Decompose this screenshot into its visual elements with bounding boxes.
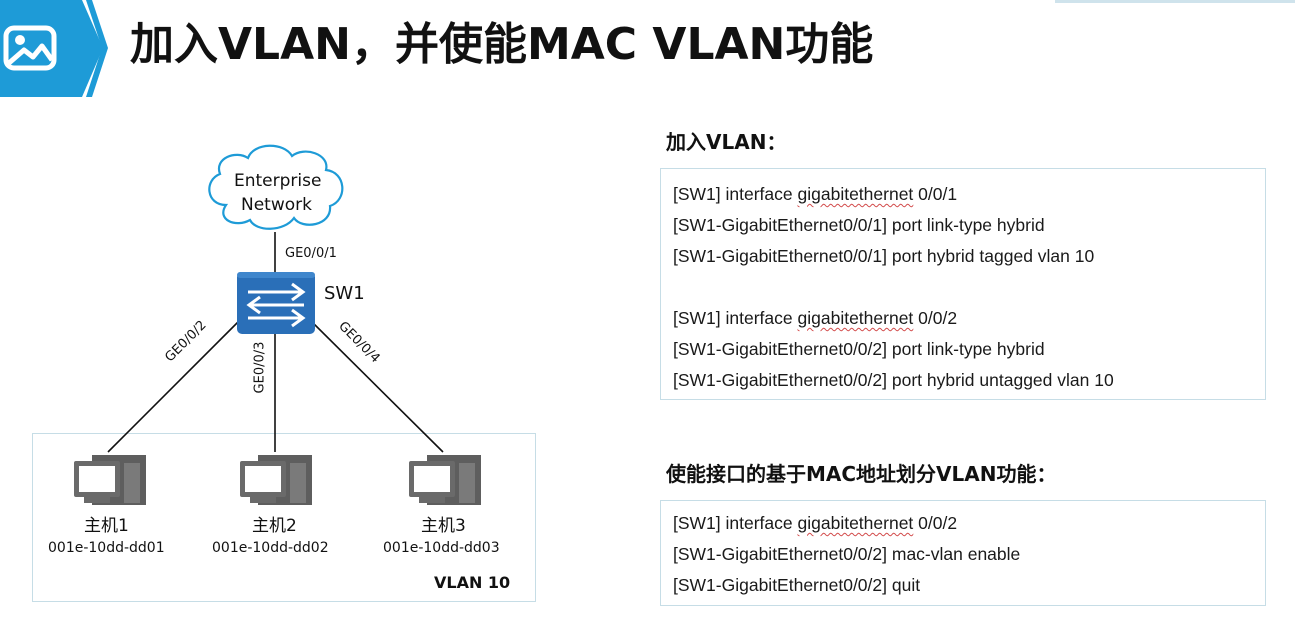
host-2-name: 主机2 [252,516,297,536]
page-title: 加入VLAN，并使能MAC VLAN功能 [130,19,874,70]
switch-icon [237,272,315,334]
vlan-area [32,433,536,602]
host-2-mac: 001e-10dd-dd02 [212,540,329,556]
image-icon [0,0,108,97]
cmd-line: [SW1] interface gigabitethernet 0/0/2 [673,308,958,328]
uplink-port-label: GE0/0/1 [285,246,337,261]
cmd-line: [SW1-GigabitEthernet0/0/2] port link-typ… [673,339,1045,359]
cloud-label-line1: Enterprise [234,171,322,191]
top-divider [1055,0,1295,3]
port-label-ge003: GE0/0/3 [252,341,268,394]
vlan-label: VLAN 10 [434,573,511,592]
section2-title: 使能接口的基于MAC地址划分VLAN功能： [666,462,1057,486]
cmd-line: [SW1-GigabitEthernet0/0/1] port hybrid t… [673,246,1095,266]
cmd-line: [SW1-GigabitEthernet0/0/2] quit [673,575,921,595]
section2-command-box: [SW1] interface gigabitethernet 0/0/2 [S… [660,500,1266,606]
section1-command-box: [SW1] interface gigabitethernet 0/0/1 [S… [660,168,1266,400]
topology-diagram [74,144,481,505]
link-host3 [307,317,444,453]
cmd-line: [SW1-GigabitEthernet0/0/2] mac-vlan enab… [673,544,1021,564]
host-3-icon [409,455,481,505]
host-3-name: 主机3 [421,516,466,536]
host-3-mac: 001e-10dd-dd03 [383,540,500,556]
host-1-icon [74,455,146,505]
cmd-line: [SW1] interface gigabitethernet 0/0/2 [673,513,958,533]
host-2-icon [240,455,312,505]
cmd-line: [SW1-GigabitEthernet0/0/2] port hybrid u… [673,370,1114,390]
host-1-mac: 001e-10dd-dd01 [48,540,165,556]
cloud-label-line2: Network [241,195,312,215]
section1-title: 加入VLAN： [666,130,787,154]
cmd-line: [SW1] interface gigabitethernet 0/0/1 [673,184,958,204]
cloud-icon [208,144,344,230]
link-host1 [107,317,243,453]
cmd-line: [SW1-GigabitEthernet0/0/1] port link-typ… [673,215,1045,235]
host-1-name: 主机1 [84,516,129,536]
switch-label: SW1 [324,283,365,304]
